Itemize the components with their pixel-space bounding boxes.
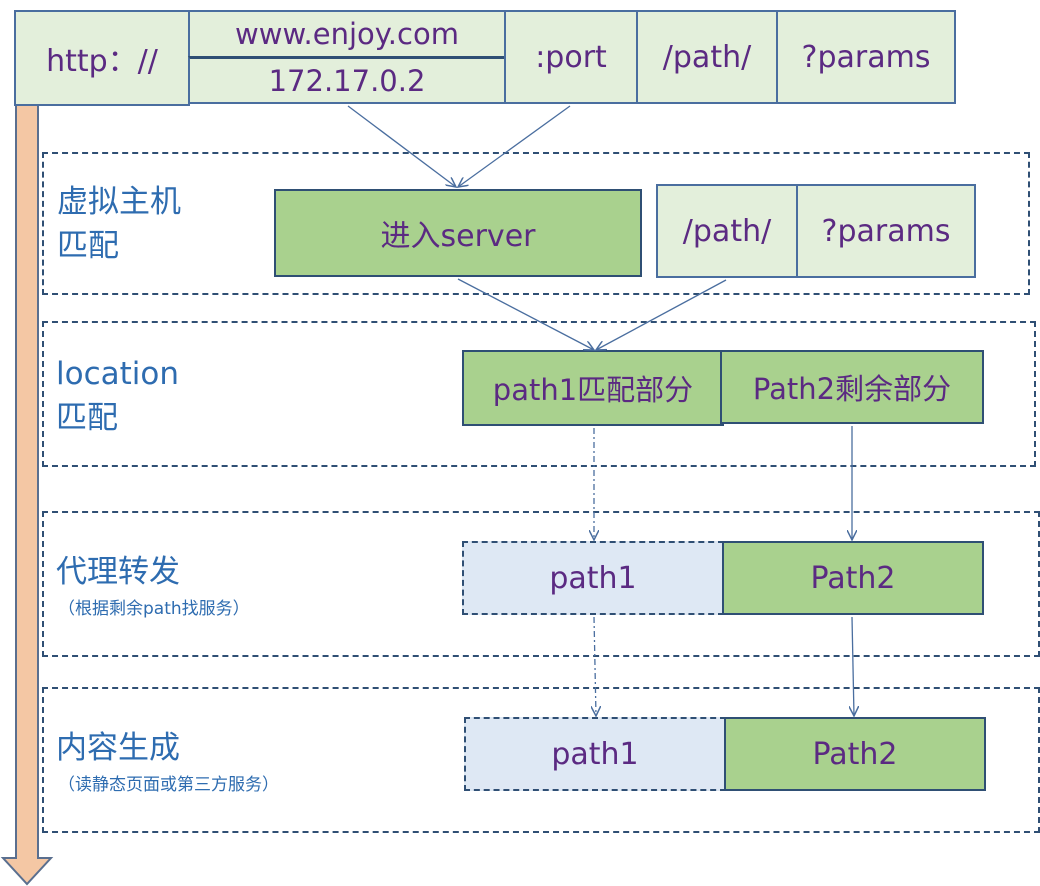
content-path1-box: path1 [464, 717, 726, 791]
server-path-box: /path/ [656, 184, 798, 278]
enter-server-text: 进入server [380, 219, 536, 254]
arrow-host-to-server [347, 105, 456, 187]
stage-virtual-host-title-line1: 虚拟主机 [57, 184, 181, 220]
proxy-path1-text: path1 [549, 560, 637, 596]
content-path1-text: path1 [551, 736, 639, 772]
url-params-text: ?params [801, 39, 931, 75]
stage-proxy-title: 代理转发 [56, 550, 180, 594]
url-scheme-text: http：// [46, 44, 158, 79]
stage-proxy-title-line1: 代理转发 [56, 554, 180, 590]
stage-content-title: 内容生成 [56, 726, 180, 770]
content-path2-text: Path2 [812, 736, 898, 772]
url-host-text: www.enjoy.com [235, 17, 459, 51]
path1-match-text: path1匹配部分 [492, 373, 694, 407]
flow-arrow-shape [0, 99, 54, 886]
url-path-text: /path/ [662, 39, 752, 75]
stage-location-title: location 匹配 [56, 352, 179, 440]
stage-proxy [42, 511, 1040, 657]
path2-rest-text: Path2剩余部分 [752, 372, 952, 406]
url-port-text: :port [535, 39, 607, 75]
server-params-text: ?params [821, 213, 951, 249]
stage-location-title-line1: location [56, 356, 180, 392]
path2-rest-box: Path2剩余部分 [720, 350, 984, 424]
stage-location-title-line2: 匹配 [56, 400, 118, 436]
stage-proxy-subtitle: （根据剩余path找服务） [58, 599, 250, 619]
url-params-box: ?params [776, 10, 956, 104]
proxy-path2-text: Path2 [810, 560, 896, 596]
stage-virtual-host [42, 152, 1030, 295]
arrow-path1-to-content [594, 616, 596, 716]
stage-content-subtitle: （读静态页面或第三方服务） [58, 775, 279, 795]
stage-content-title-line1: 内容生成 [56, 730, 180, 766]
stage-virtual-host-title: 虚拟主机 匹配 [57, 180, 181, 268]
arrow-port-to-server [458, 105, 571, 187]
url-scheme-box: http：// [14, 10, 190, 106]
arrow-server-to-location [457, 278, 594, 350]
content-path2-box: Path2 [724, 717, 986, 791]
stage-content [42, 687, 1040, 833]
url-path-box: /path/ [636, 10, 778, 104]
path1-match-box: path1匹配部分 [462, 350, 724, 426]
proxy-path1-box: path1 [462, 541, 724, 615]
arrow-path2-to-content [852, 616, 854, 716]
enter-server-box: 进入server [274, 189, 642, 277]
stage-virtual-host-title-line2: 匹配 [57, 228, 119, 264]
server-params-box: ?params [796, 184, 976, 278]
url-ip-text: 172.17.0.2 [268, 63, 426, 98]
server-path-text: /path/ [682, 213, 772, 249]
url-ip-box: 172.17.0.2 [188, 56, 506, 104]
url-port-box: :port [504, 10, 638, 104]
arrow-path-to-location [596, 279, 727, 350]
proxy-path2-box: Path2 [722, 541, 984, 615]
